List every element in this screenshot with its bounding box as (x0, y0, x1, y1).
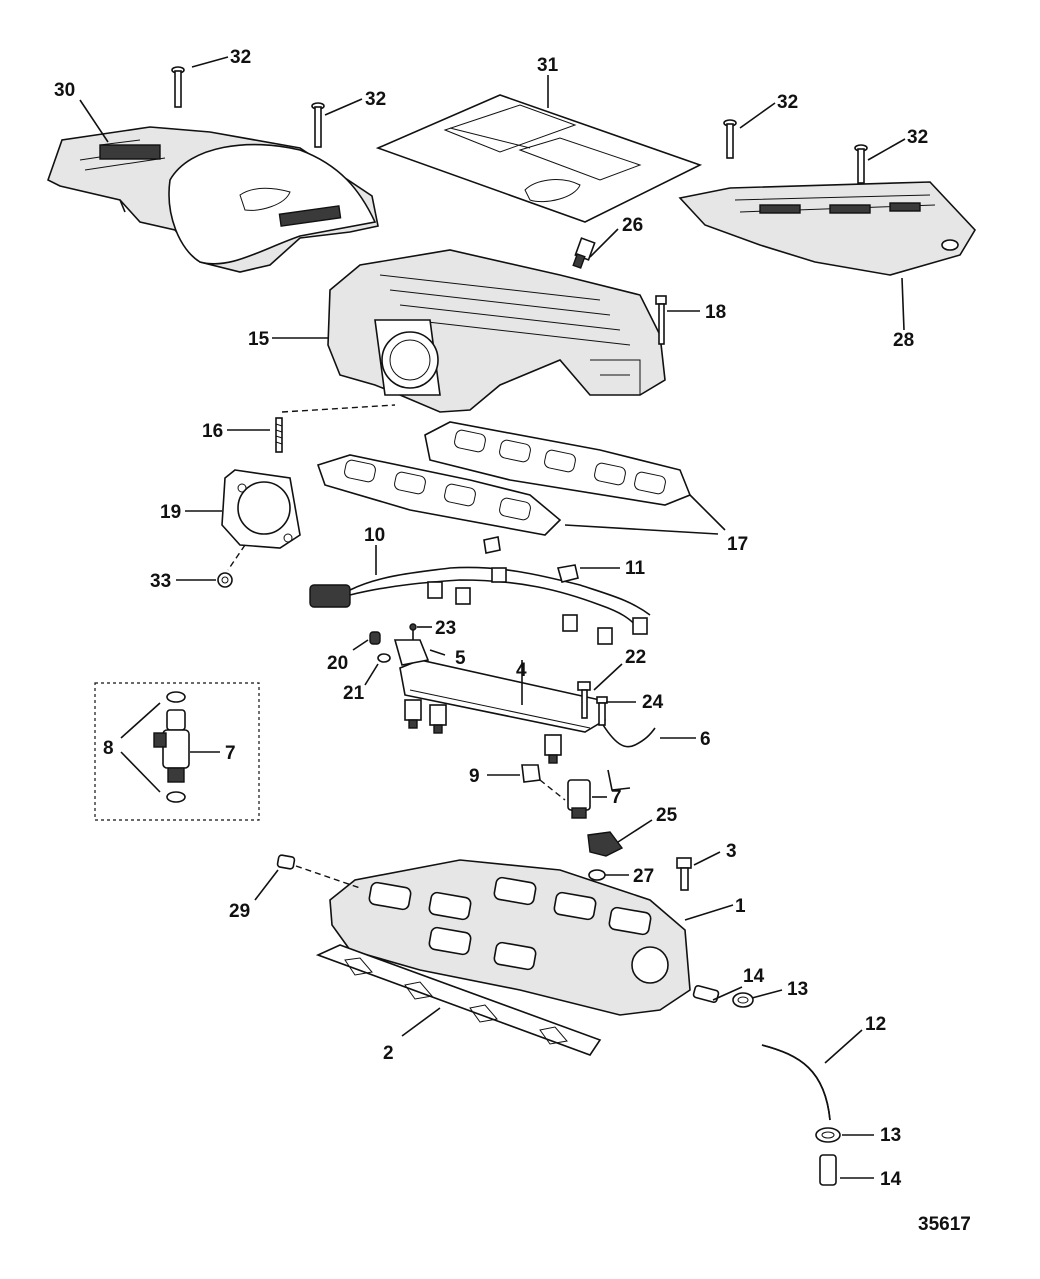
callout-13-lower: 13 (880, 1125, 901, 1146)
cap-20 (369, 631, 381, 645)
callout-labels: 32 32 32 32 30 31 28 26 15 18 16 19 33 1… (54, 47, 928, 1190)
callout-32b: 32 (365, 89, 386, 110)
callout-24: 24 (642, 692, 664, 713)
callout-26: 27 (633, 866, 654, 887)
callout-1: 1 (735, 896, 746, 917)
lower-intake-manifold (329, 859, 691, 1016)
callout-16: 16 (202, 421, 223, 442)
callout-31: 31 (537, 55, 559, 76)
callout-13-upper: 13 (787, 979, 808, 1000)
bolt-32a (171, 66, 185, 108)
bolt-32b (311, 102, 325, 148)
leader-lines (79, 56, 906, 1179)
injector-clip-9 (521, 764, 541, 783)
nut-33 (217, 572, 233, 588)
upper-intake-manifold (327, 249, 666, 413)
callout-6: 6 (700, 729, 711, 750)
fuel-injector-7 (567, 779, 591, 819)
callout-21: 21 (343, 683, 365, 704)
callout-32c: 32 (777, 92, 798, 113)
callout-7-inset: 7 (225, 743, 236, 764)
sensor-25 (587, 831, 624, 857)
callout-8: 8 (103, 738, 114, 759)
fitting-14-upper (692, 984, 720, 1004)
bolt-32c (723, 119, 737, 159)
bolt-32d (854, 144, 868, 184)
callout-20: 20 (327, 653, 348, 674)
cover-insulator-sheet (375, 94, 703, 223)
hose-12 (761, 1044, 831, 1121)
callout-7-lower: 7 (611, 787, 622, 808)
wire-harness (309, 566, 651, 645)
bolt-3 (676, 857, 692, 891)
callout-3: 3 (726, 841, 737, 862)
callout-9: 9 (469, 766, 480, 787)
callout-23: 23 (435, 618, 456, 639)
fuel-tube-6 (599, 719, 656, 791)
callout-10: 10 (364, 525, 385, 546)
callout-32a: 32 (230, 47, 251, 68)
oring-21 (377, 653, 391, 663)
callout-30: 30 (54, 80, 75, 101)
bolt-22 (577, 681, 591, 719)
fuel-rail (393, 639, 606, 764)
fitting-14-lower (819, 1154, 837, 1186)
callout-15: 15 (248, 329, 270, 350)
intake-gasket-lower (316, 454, 562, 536)
callout-4: 4 (516, 660, 527, 681)
throttle-gasket (221, 469, 301, 549)
callout-5: 5 (455, 648, 466, 669)
harness-clip-11 (483, 536, 579, 583)
engine-cover-left (47, 126, 379, 273)
callout-33: 33 (150, 571, 171, 592)
plug-28 (276, 854, 296, 870)
callout-12: 12 (865, 1014, 886, 1035)
clamp-13-upper (732, 992, 754, 1008)
callout-25: 25 (656, 805, 678, 826)
callout-2: 2 (383, 1043, 394, 1064)
bolt-24 (596, 696, 608, 726)
callout-28: 29 (229, 901, 250, 922)
washer-26 (588, 869, 606, 881)
callout-27: 26 (622, 215, 643, 236)
callout-11: 11 (625, 558, 646, 579)
lower-intake-gasket (315, 944, 602, 1056)
callout-17: 17 (727, 534, 748, 555)
callout-19: 19 (160, 502, 181, 523)
callout-32d: 32 (907, 127, 928, 148)
clamp-13-lower (815, 1127, 841, 1143)
stud-16 (275, 417, 283, 453)
callout-22: 22 (625, 647, 646, 668)
engine-cover-right (678, 181, 976, 276)
callout-18: 18 (705, 302, 726, 323)
injector-inset-box (94, 682, 260, 821)
callout-14-upper: 14 (743, 966, 765, 987)
callout-14-lower: 14 (880, 1169, 902, 1190)
bolt-18 (655, 295, 667, 345)
callout-29: 28 (893, 330, 914, 351)
sensor-27 (572, 237, 596, 269)
document-number: 35617 (918, 1214, 971, 1235)
